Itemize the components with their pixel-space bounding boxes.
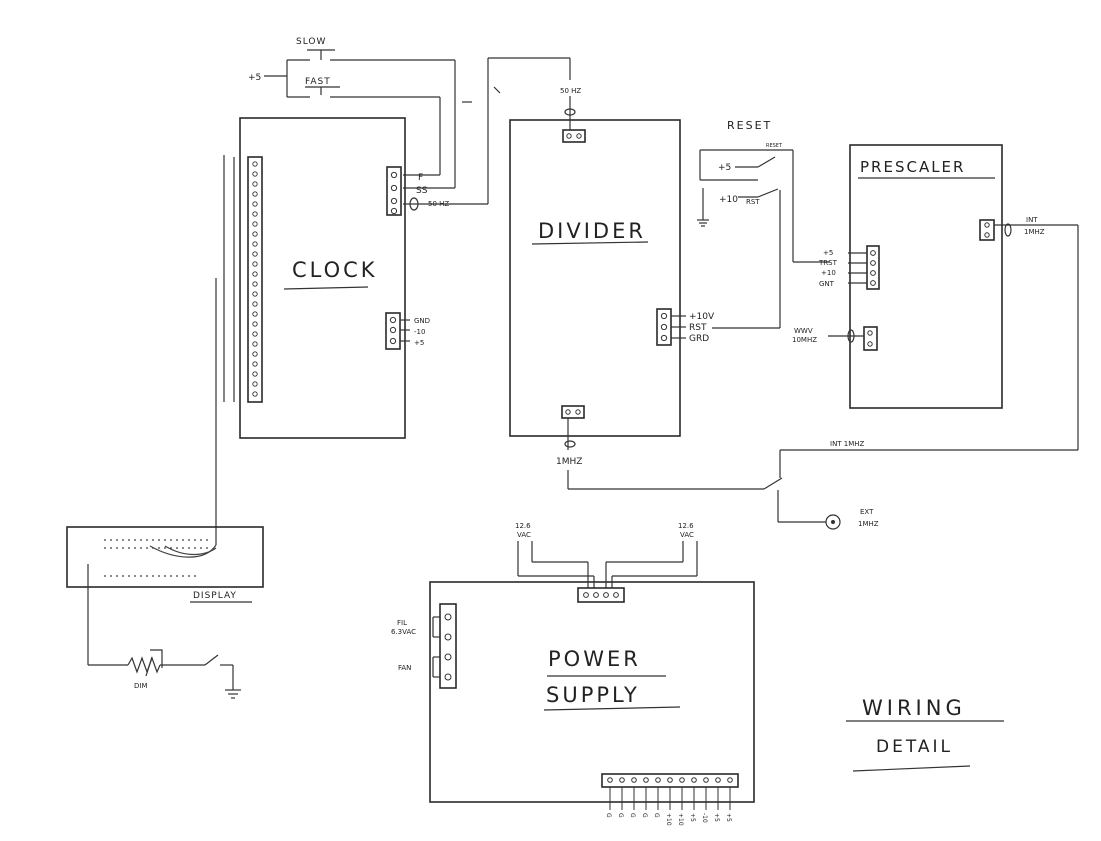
- dc-output-label-3: G: [629, 813, 636, 818]
- clock-signal-terminal-block: [386, 166, 402, 216]
- display-module: DISPLAY DIM: [66, 526, 264, 699]
- divider-output-terminal-block: [561, 405, 585, 419]
- prescaler-wwv-label-1: WWV: [794, 327, 813, 335]
- reset-small-label: RESET: [766, 143, 783, 149]
- divider-title: DIVIDER: [538, 219, 646, 243]
- fil-fan-terminal-block: [439, 603, 457, 689]
- dc-output-label-10: +5: [713, 813, 720, 822]
- selector-int-label: INT 1MHZ: [830, 440, 865, 448]
- dc-output-label-9: -10: [701, 813, 708, 823]
- vac-right-2: VAC: [680, 531, 694, 539]
- dc-output-label-5: G: [653, 813, 660, 818]
- divider-box: [509, 119, 681, 437]
- vac-left-1: 12.6: [515, 522, 531, 530]
- power-supply-box: [429, 581, 755, 803]
- reset-plus10-label: +10: [719, 195, 738, 205]
- reset-label: RESET: [727, 119, 772, 132]
- wiring-detail-caption: WIRING DETAIL: [846, 696, 1004, 772]
- vac-right-1: 12.6: [678, 522, 694, 530]
- display-pin-rows: [104, 539, 217, 577]
- reset-rst-label: RST: [746, 198, 760, 206]
- prescaler-terminal-gnt: GNT: [819, 280, 835, 288]
- fil-label-1: FIL: [397, 619, 407, 627]
- reset-plus5-label: +5: [718, 163, 731, 173]
- clock-terminal-minus10: -10: [414, 328, 425, 336]
- prescaler-terminal-trst: TRST: [818, 259, 838, 267]
- display-box: [66, 526, 264, 588]
- clock-display-connector: [247, 156, 263, 403]
- prescaler-module: PRESCALER +5 TRST +10 GNT INT 1MHZ WWV 1…: [792, 144, 1079, 450]
- dc-output-leads: [609, 787, 731, 810]
- prescaler-title: PRESCALER: [860, 158, 965, 176]
- clock-terminal-f: F: [418, 173, 423, 183]
- slow-fast-switch-group: SLOW +5 FAST: [248, 37, 456, 189]
- clock-terminal-gnd: GND: [414, 317, 430, 325]
- dc-output-label-1: G: [605, 813, 612, 818]
- divider-input-terminal-block: [562, 129, 586, 143]
- prescaler-wwv-label-2: 10MHZ: [792, 336, 817, 344]
- clock-module: CLOCK F SS 50 HZ: [215, 57, 571, 545]
- dc-output-labels: G G G G G +10 +10 +5 -10 +5 +5: [605, 813, 732, 826]
- clock-power-terminal-block: [385, 312, 401, 350]
- ac-input-terminal-block: [577, 587, 625, 603]
- dc-output-label-4: G: [641, 813, 648, 818]
- selector-ext-label-1: EXT: [860, 508, 874, 516]
- dc-output-label-8: +5: [689, 813, 696, 822]
- dc-output-terminals: [607, 777, 733, 783]
- prescaler-terminal-plus10: +10: [821, 269, 836, 277]
- caption-line-2: DETAIL: [876, 737, 953, 757]
- clock-terminal-plus5: +5: [414, 339, 424, 347]
- reset-switch-group: RESET RESET +5 +10 RST: [697, 119, 830, 263]
- fast-label: FAST: [305, 77, 331, 87]
- clock-title: CLOCK: [292, 258, 378, 282]
- caption-line-1: WIRING: [862, 696, 966, 720]
- vac-left-2: VAC: [517, 531, 531, 539]
- clock-box: [239, 117, 406, 439]
- divider-terminal-rst: RST: [689, 323, 707, 333]
- fil-label-2: 6.3VAC: [391, 628, 416, 636]
- power-supply-title-2: SUPPLY: [546, 683, 640, 707]
- prescaler-int-label-1: INT: [1026, 216, 1038, 224]
- divider-terminal-grd: GRD: [689, 334, 709, 344]
- supply-plus5-label: +5: [248, 73, 261, 83]
- power-supply-module: POWER SUPPLY 12.6 VAC 12.6 VAC: [391, 522, 755, 826]
- divider-module: DIVIDER 50 HZ +10V RST GRD 1MHZ: [509, 87, 781, 490]
- dc-output-label-2: G: [617, 813, 624, 818]
- clock-terminal-ss: SS: [416, 186, 428, 196]
- power-supply-title-1: POWER: [548, 647, 641, 671]
- display-title: DISPLAY: [193, 591, 237, 601]
- prescaler-power-terminal-block: [866, 245, 880, 290]
- slow-label: SLOW: [296, 37, 326, 47]
- fan-label: FAN: [398, 664, 411, 672]
- divider-output-label: 1MHZ: [556, 457, 582, 467]
- divider-input-label: 50 HZ: [560, 87, 581, 95]
- prescaler-box: [849, 144, 1003, 409]
- prescaler-int-terminal-block: [979, 219, 995, 241]
- prescaler-terminal-plus5: +5: [823, 249, 833, 257]
- selector-ext-label-2: 1MHZ: [858, 520, 879, 528]
- clock-source-selector: INT 1MHZ EXT 1MHZ: [763, 440, 1078, 530]
- dc-output-label-7: +10: [677, 813, 684, 826]
- prescaler-int-label-2: 1MHZ: [1024, 228, 1045, 236]
- divider-terminal-plus10v: +10V: [689, 312, 715, 322]
- prescaler-wwv-terminal-block: [863, 326, 878, 351]
- dc-output-label-6: +10: [665, 813, 672, 826]
- dc-output-label-11: +5: [725, 813, 732, 822]
- clock-connector-pins: [252, 161, 258, 397]
- dim-label: DIM: [134, 682, 148, 690]
